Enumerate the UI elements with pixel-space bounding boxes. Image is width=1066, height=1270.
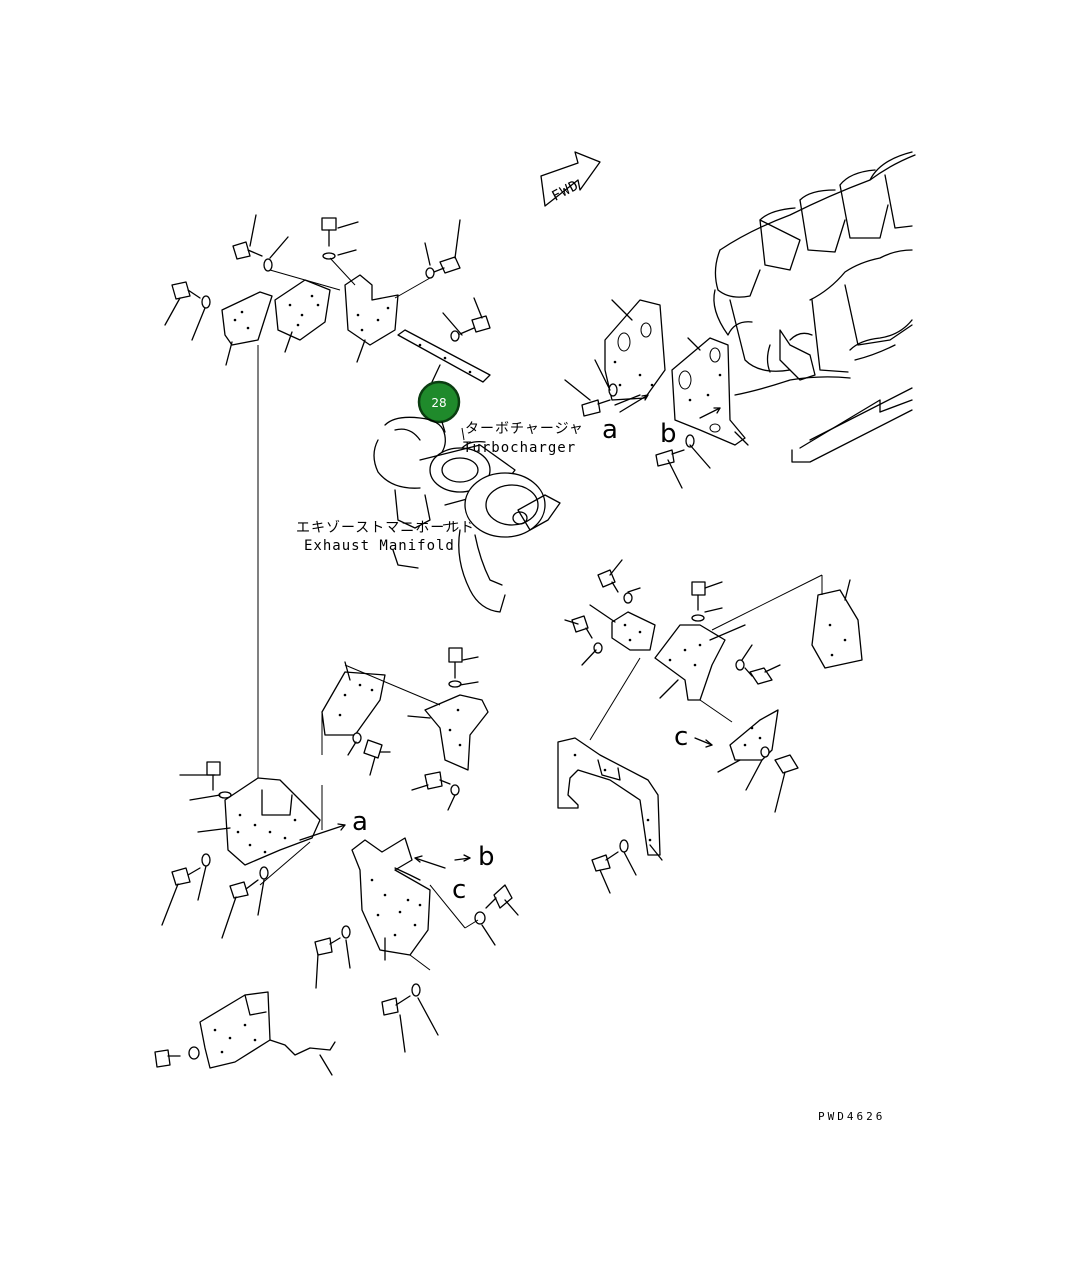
drawing-code: PWD4626 bbox=[818, 1110, 885, 1123]
upper-left-brackets bbox=[164, 214, 491, 778]
turbo-labels: ターボチャージャ Turbocharger エキゾーストマニホールド Exhau… bbox=[296, 421, 584, 554]
callout-28-badge[interactable]: 28 bbox=[417, 380, 461, 424]
upper-right-fasteners bbox=[564, 299, 749, 489]
manifold-label-jp: エキゾーストマニホールド bbox=[296, 520, 475, 536]
lower-left-brackets bbox=[161, 761, 346, 939]
view-letter-a-upper: a bbox=[602, 415, 618, 445]
view-letter-b-upper: b bbox=[660, 419, 677, 449]
callout-28-number: 28 bbox=[431, 396, 446, 410]
callout-28-ring bbox=[417, 380, 461, 424]
turbo-label-en: Turbocharger bbox=[463, 440, 576, 456]
fwd-arrow-icon: FWD bbox=[540, 151, 601, 207]
engine-block bbox=[713, 151, 916, 463]
view-letter-a-lower: a bbox=[352, 807, 368, 837]
manifold-label-en: Exhaust Manifold bbox=[304, 538, 455, 554]
middle-right-brackets bbox=[557, 559, 863, 894]
lower-centre-brackets bbox=[314, 837, 519, 1053]
bracket-upper-right-a bbox=[604, 299, 666, 406]
turbocharger bbox=[373, 416, 561, 613]
turbo-label-jp: ターボチャージャ bbox=[465, 421, 584, 437]
view-letter-c-right: c bbox=[674, 722, 688, 752]
view-letter-c-lower: c bbox=[452, 875, 466, 905]
bottom-left-bracket bbox=[154, 991, 336, 1076]
bracket-upper-right-b bbox=[671, 337, 746, 446]
middle-centre-brackets bbox=[321, 647, 489, 811]
view-letter-b-lower: b bbox=[478, 842, 495, 872]
